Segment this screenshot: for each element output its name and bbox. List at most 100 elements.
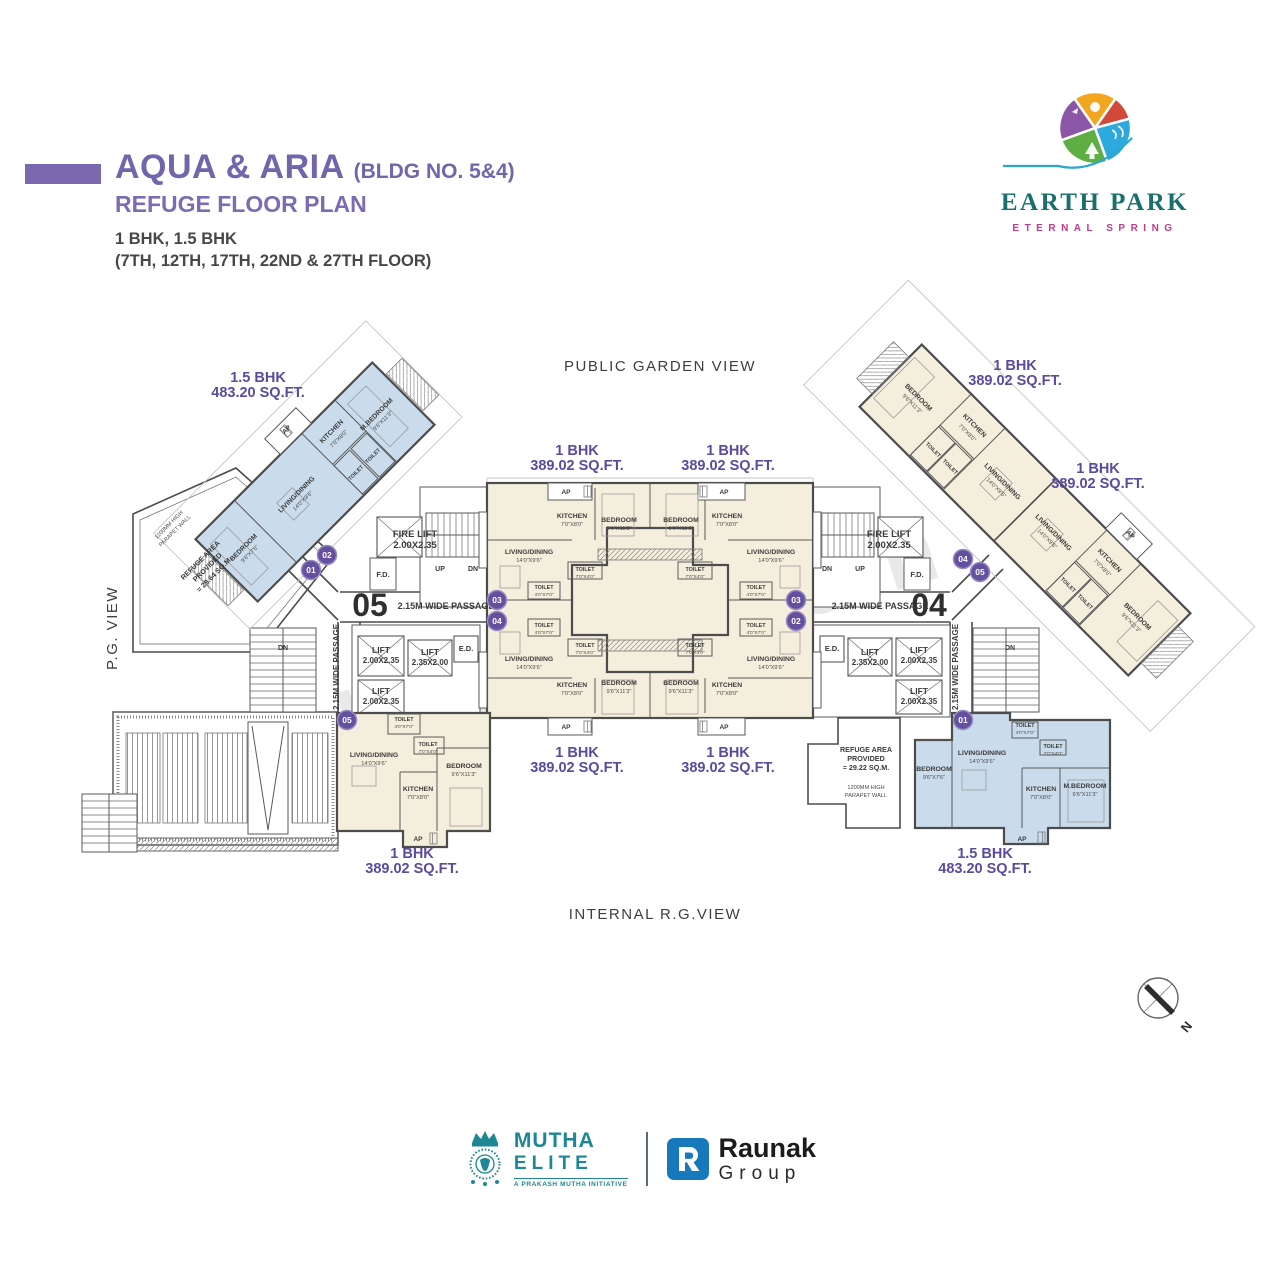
bottom-left-unit — [335, 711, 492, 849]
plan-label: 7'0"X4'0" — [685, 574, 704, 580]
plan-label: DN — [1005, 645, 1015, 652]
plan-label: M.BEDROOM — [1063, 783, 1106, 790]
plan-label: PUBLIC GARDEN VIEW — [564, 358, 756, 375]
plan-label: TOILET — [418, 742, 438, 748]
stair-core-right — [812, 486, 931, 608]
stair-bottom-right — [972, 627, 1040, 713]
raunak-line2: Group — [718, 1163, 802, 1185]
plan-label: TOILET — [685, 567, 705, 573]
plan-label: 7'0"X8'0" — [407, 795, 429, 801]
unit-badge: 02 — [785, 610, 807, 632]
plan-label: 7'0"X8'0" — [716, 691, 738, 697]
plan-label: 2.15M WIDE PASSAGE — [332, 623, 341, 710]
plan-label: TOILET — [534, 623, 554, 629]
central-block — [478, 477, 822, 736]
plan-label: 389.02 SQ.FT. — [681, 458, 775, 474]
earth-park-globe-icon — [1003, 90, 1133, 169]
plan-label: 483.20 SQ.FT. — [211, 385, 305, 401]
plan-label: TOILET — [685, 643, 705, 649]
svg-text:05: 05 — [975, 567, 985, 577]
plan-label: KITCHEN — [557, 682, 587, 689]
plan-label: 389.02 SQ.FT. — [530, 458, 624, 474]
svg-text:04: 04 — [958, 554, 968, 564]
left-wing-unit — [153, 320, 463, 630]
building-number: (BLDG NO. 5&4) — [353, 160, 515, 183]
plan-label: AP — [719, 724, 729, 731]
plan-label: BEDROOM — [601, 680, 637, 687]
plan-label: 2.00X2.35 — [363, 697, 400, 706]
svg-text:05: 05 — [342, 715, 352, 725]
plan-label: 04 — [911, 587, 947, 623]
unit-badge: 02 — [316, 544, 338, 566]
unit-badge: 05 — [969, 561, 991, 583]
unit-badge: 03 — [486, 589, 508, 611]
plan-label: LIFT — [910, 645, 929, 655]
svg-text:01: 01 — [306, 565, 316, 575]
plan-label: 05 — [352, 587, 388, 623]
raunak-r-icon — [666, 1138, 709, 1181]
earth-park-logo: EARTH PARK ETERNAL SPRING — [992, 80, 1198, 234]
mutha-elite-logo: MUTHA ELITE A PRAKASH MUTHA INITIATIVE — [464, 1130, 628, 1189]
plan-label: 9'6"X11'3" — [1073, 792, 1098, 798]
plan-label: TOILET — [746, 623, 766, 629]
plan-label: 1 BHK — [555, 745, 599, 761]
raunak-line1: Raunak — [718, 1133, 817, 1164]
plan-label: 14'0"X9'6" — [516, 665, 541, 671]
unit-config: 1 BHK, 1.5 BHK — [115, 230, 237, 248]
plan-label: F.D. — [910, 570, 923, 579]
plan-label: 7'0"X8'0" — [1030, 795, 1052, 801]
plan-label: AP — [1017, 836, 1027, 843]
plan-label: 1 BHK — [993, 358, 1037, 374]
footer-divider — [645, 1132, 648, 1187]
plan-label: 9'6"X11'3" — [607, 526, 632, 532]
plan-label: 483.20 SQ.FT. — [938, 861, 1032, 877]
plan-label: 4'0"X7'0" — [746, 592, 765, 598]
svg-text:02: 02 — [322, 550, 332, 560]
plan-label: TOILET — [575, 567, 595, 573]
plan-label: 4'0"X7'0" — [534, 630, 553, 636]
plan-label: LIVING/DINING — [505, 656, 553, 663]
bottom-right-unit — [913, 711, 1112, 846]
stair-core-left — [369, 486, 488, 608]
plan-label: 14'0"X9'6" — [969, 759, 994, 765]
plan-label: LIFT — [910, 686, 929, 696]
plan-label: PROVIDED — [847, 754, 885, 763]
plan-label: 2.35X2.00 — [852, 658, 889, 667]
plan-label: 7'0"X4'0" — [575, 650, 594, 656]
plan-label: 2.15M WIDE PASSAGE — [398, 601, 495, 611]
brand-name: EARTH PARK — [1000, 189, 1190, 216]
plan-label: DN — [278, 645, 288, 652]
plan-label: TOILET — [575, 643, 595, 649]
plan-label: AP — [413, 836, 423, 843]
refuge-area-left-inner — [139, 476, 326, 645]
plan-label: UP — [855, 566, 865, 573]
mutha-tagline: A PRAKASH MUTHA INITIATIVE — [513, 1178, 628, 1189]
plan-label: 2.00X2.35 — [901, 656, 938, 665]
plan-label: 389.02 SQ.FT. — [365, 861, 459, 877]
lift-core-left — [351, 624, 481, 718]
plan-label: BEDROOM — [601, 517, 637, 524]
plan-label: BEDROOM — [916, 766, 952, 773]
plan-label: 4'0"X7'0" — [394, 724, 413, 730]
floor-list: (7TH, 12TH, 17TH, 22ND & 27TH FLOOR) — [115, 252, 432, 271]
plan-label: 2.00X2.35 — [901, 697, 938, 706]
brand-tagline: ETERNAL SPRING — [1012, 223, 1178, 234]
lift-core-right — [799, 624, 951, 718]
plan-label: 9'6"X11'3" — [607, 689, 632, 695]
svg-text:04: 04 — [492, 616, 502, 626]
plan-label: TOILET — [1043, 744, 1063, 750]
plan-label: DN — [468, 566, 478, 573]
plan-label: KITCHEN — [712, 682, 742, 689]
plan-label: 14'0"X9'6" — [516, 558, 541, 564]
plan-label: 1.5 BHK — [230, 370, 286, 386]
plan-label: DN — [822, 566, 832, 573]
plan-label: = 29.22 SQ.M. — [843, 763, 890, 772]
svg-text:01: 01 — [958, 715, 968, 725]
plan-label: N — [1178, 1018, 1196, 1035]
compass — [1137, 977, 1179, 1019]
plan-label: 2.15M WIDE PASSAGE — [832, 601, 929, 611]
podium-structure — [107, 711, 339, 852]
plan-label: AP — [561, 489, 571, 496]
plan-label: 4'0"X7'0" — [534, 592, 553, 598]
